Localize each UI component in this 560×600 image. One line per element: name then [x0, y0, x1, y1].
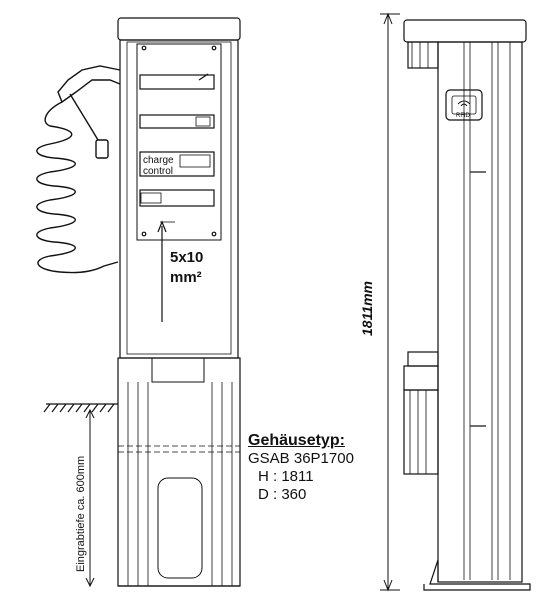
base-cutout — [157, 477, 203, 579]
ground-line — [43, 403, 118, 413]
burial-depth-label: Eingrabtiefe ca. 600mm — [75, 456, 87, 572]
side-view — [403, 19, 531, 591]
breaker-window — [139, 114, 215, 129]
height-dimension-label: 1811mm — [359, 281, 375, 336]
meter-window — [139, 74, 215, 90]
side-body — [437, 41, 523, 583]
control-label: control — [143, 166, 173, 177]
housing-type-title: Gehäusetyp: — [248, 432, 345, 449]
front-top-cap — [117, 17, 241, 41]
charge-control-module — [139, 151, 215, 177]
side-top-cap — [403, 19, 527, 43]
side-foot — [423, 559, 531, 591]
housing-spec: Gehäusetyp: GSAB 36P1700 H : 1811 D : 36… — [248, 432, 354, 504]
housing-height: H : 1811 — [258, 468, 314, 485]
cable-size-value: 5x10 — [170, 249, 203, 266]
rfid-reader — [445, 89, 483, 121]
terminal-block — [139, 189, 215, 207]
front-panel — [136, 43, 222, 241]
housing-depth: D : 360 — [258, 486, 307, 503]
cable-size-unit: mm² — [170, 269, 202, 286]
front-view — [117, 17, 241, 587]
height-dimension — [380, 12, 400, 592]
burial-depth-dimension — [85, 408, 95, 588]
front-body — [119, 39, 239, 359]
housing-model: GSAB 36P1700 — [248, 450, 354, 467]
rfid-label: RFID — [456, 113, 471, 119]
plug-cap — [95, 139, 109, 159]
charging-cable — [36, 65, 121, 274]
charge-label: charge — [143, 155, 174, 166]
